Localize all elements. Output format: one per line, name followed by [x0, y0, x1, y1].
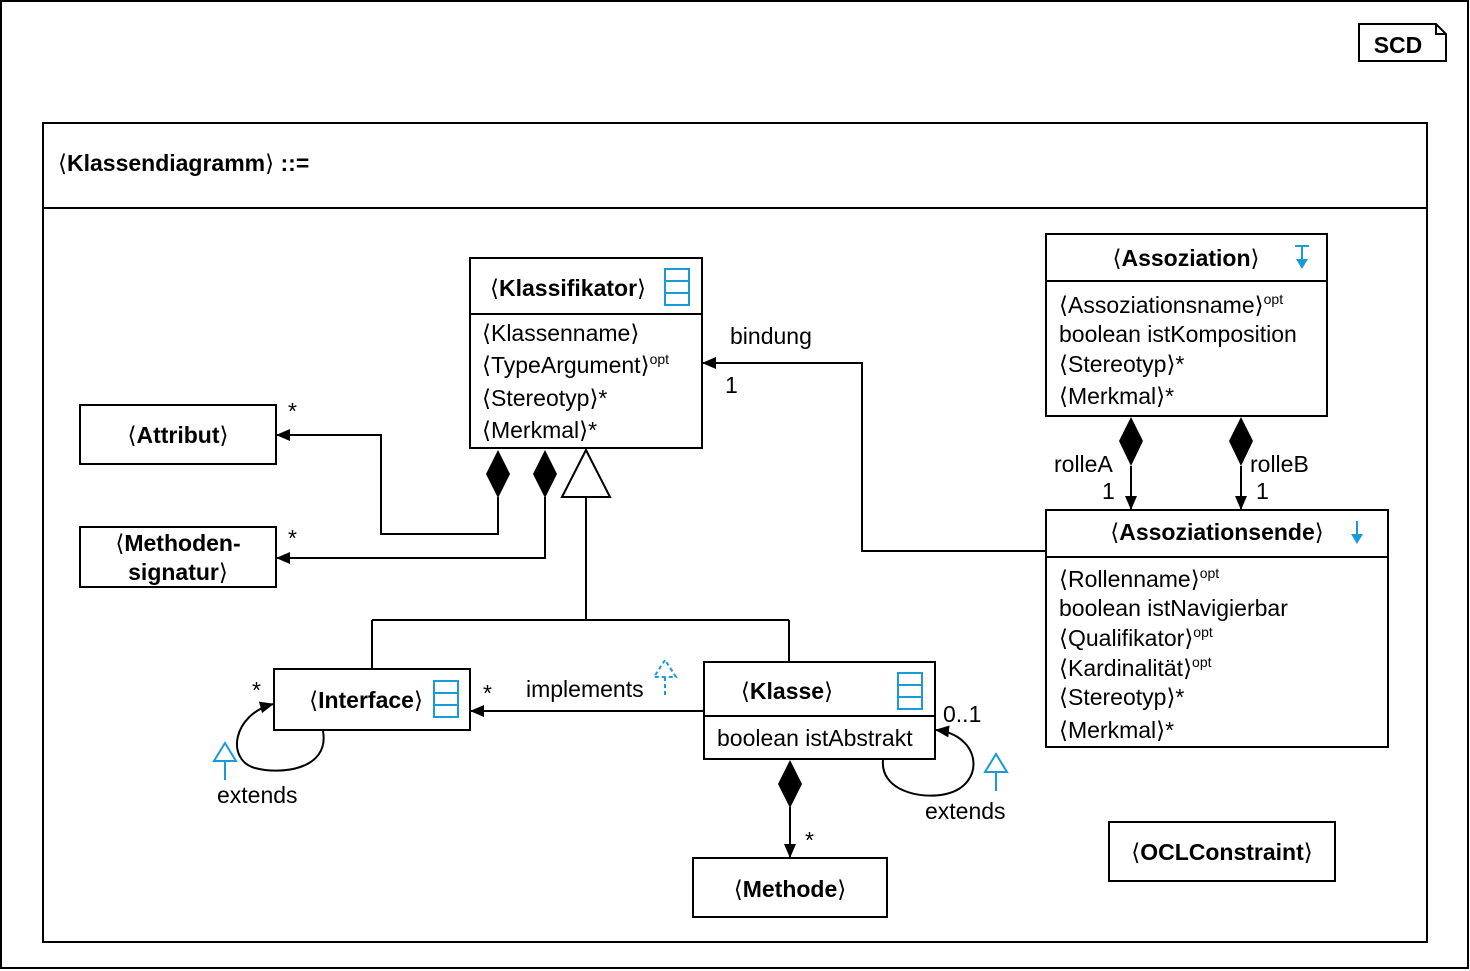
class-methode-title: ⟨Methode⟩: [734, 876, 847, 902]
bindung-multiplicity: 1: [725, 372, 738, 398]
class-klassifikator-title: ⟨Klassifikator⟩: [490, 275, 646, 301]
rolleA-multiplicity: 1: [1102, 478, 1115, 504]
rolleB-multiplicity: 1: [1256, 478, 1269, 504]
rolleA-label: rolleA: [1054, 451, 1113, 477]
class-compartment-icon: [433, 680, 459, 718]
class-klassifikator-row: ⟨Klassenname⟩: [482, 320, 639, 346]
class-klasse-attr: boolean istAbstrakt: [717, 725, 913, 751]
class-assoziationsende-row: boolean istNavigierbar: [1059, 595, 1288, 621]
class-assoziation-row: boolean istKomposition: [1059, 321, 1297, 347]
class-assoziationsende-row: ⟨Merkmal⟩*: [1059, 717, 1174, 743]
class-assoziation-row: ⟨Stereotyp⟩*: [1059, 351, 1184, 377]
methodensignatur-composition-line: [276, 497, 546, 564]
class-attribut: ⟨Attribut⟩: [79, 404, 277, 465]
klasse-self-multiplicity: 0..1: [943, 701, 981, 727]
methodensignatur-composition-diamond: [533, 450, 557, 498]
hollow-up-arrow-icon: [212, 741, 238, 780]
class-interface-title: ⟨Interface⟩: [309, 687, 423, 713]
methode-composition-diamond: [778, 760, 802, 808]
class-assoziationsende: ⟨Assoziationsende⟩ ⟨Rollenname⟩opt boole…: [1045, 509, 1389, 748]
arrow-down-bar-icon: [1295, 245, 1309, 269]
klasse-extends-label: extends: [925, 798, 1006, 824]
generalization-triangle: [560, 447, 612, 498]
class-klassifikator-row: ⟨Merkmal⟩*: [482, 417, 597, 443]
bindung-label: bindung: [730, 323, 812, 349]
class-klasse-title: ⟨Klasse⟩: [741, 678, 833, 704]
interface-extends-loop: [236, 701, 325, 772]
attribut-composition-diamond: [486, 450, 510, 498]
implements-label: implements: [526, 676, 644, 702]
class-methodensignatur-title-1: ⟨Methoden-: [115, 530, 240, 556]
scd-badge: SCD: [1358, 23, 1447, 62]
dashed-up-arrow-icon: [652, 658, 678, 697]
class-assoziation-title: ⟨Assoziation⟩: [1112, 245, 1259, 271]
class-compartment-icon: [664, 268, 690, 306]
production-header: ⟨Klassendiagramm⟩ ::=: [58, 150, 309, 176]
implements-multiplicity: *: [483, 680, 492, 706]
bindung-line: [702, 357, 1046, 552]
class-methodensignatur-title-2: signatur⟩: [128, 559, 228, 585]
class-oclconstraint: ⟨OCLConstraint⟩: [1108, 821, 1336, 882]
class-assoziation-row: ⟨Merkmal⟩*: [1059, 383, 1174, 409]
class-compartment-icon: [897, 672, 923, 710]
rolleB-diamond: [1229, 417, 1253, 466]
rolleB-label: rolleB: [1250, 451, 1309, 477]
class-assoziationsende-row: ⟨Stereotyp⟩*: [1059, 684, 1184, 710]
class-assoziation: ⟨Assoziation⟩ ⟨Assoziationsname⟩opt bool…: [1045, 233, 1328, 417]
class-attribut-title: ⟨Attribut⟩: [128, 422, 229, 448]
methodensignatur-multiplicity: *: [288, 525, 297, 551]
class-assoziationsende-row: ⟨Rollenname⟩opt: [1059, 565, 1219, 592]
class-methode: ⟨Methode⟩: [692, 857, 888, 918]
attribut-composition-line: [276, 429, 499, 535]
class-assoziationsende-row: ⟨Kardinalität⟩opt: [1059, 654, 1212, 681]
class-oclconstraint-title: ⟨OCLConstraint⟩: [1131, 839, 1313, 865]
klasse-extends-loop: [881, 725, 975, 797]
class-klasse: ⟨Klasse⟩ boolean istAbstrakt: [703, 661, 936, 760]
methode-multiplicity: *: [805, 827, 814, 853]
class-assoziationsende-title: ⟨Assoziationsende⟩: [1110, 519, 1324, 545]
interface-extends-label: extends: [217, 782, 298, 808]
hollow-up-arrow-icon: [983, 752, 1009, 791]
class-interface: ⟨Interface⟩: [273, 668, 471, 731]
class-klassifikator-row: ⟨TypeArgument⟩opt: [482, 351, 669, 378]
rolleA-diamond: [1119, 417, 1143, 466]
attribut-multiplicity: *: [288, 398, 297, 424]
generalization-tree: [371, 497, 790, 668]
class-assoziation-row: ⟨Assoziationsname⟩opt: [1059, 291, 1283, 318]
arrow-down-icon: [1351, 521, 1363, 544]
class-klassifikator: ⟨Klassifikator⟩ ⟨Klassenname⟩ ⟨TypeArgum…: [469, 257, 703, 449]
class-methodensignatur: ⟨Methoden- signatur⟩: [79, 526, 277, 588]
interface-self-multiplicity: *: [252, 677, 261, 703]
class-assoziationsende-row: ⟨Qualifikator⟩opt: [1059, 624, 1213, 651]
badge-label: SCD: [1374, 32, 1423, 58]
class-klassifikator-row: ⟨Stereotyp⟩*: [482, 385, 607, 411]
